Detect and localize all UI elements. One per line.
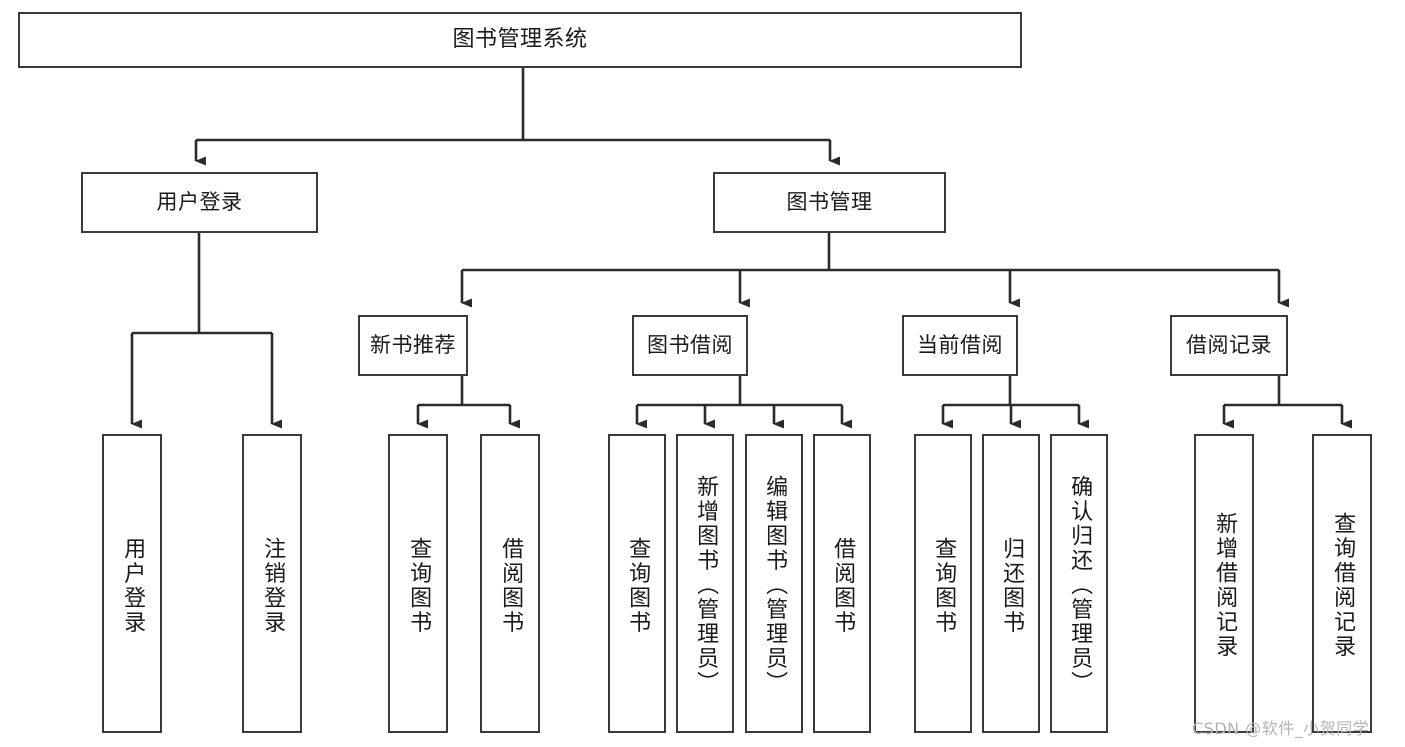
node-current-borrow[interactable]: 当前借阅: [902, 315, 1018, 376]
leaf-label: 编辑图书（管理员）: [762, 475, 788, 696]
leaf-current-confirm-return-admin[interactable]: 确认归还（管理员）: [1050, 434, 1108, 733]
leaf-record-add-record[interactable]: 新增借阅记录: [1194, 434, 1254, 733]
node-book-management[interactable]: 图书管理: [713, 172, 946, 233]
leaf-borrow-borrow-book[interactable]: 借阅图书: [813, 434, 871, 733]
leaf-label: 查询图书: [406, 536, 432, 635]
leaf-label: 注销登录: [260, 536, 286, 635]
node-borrow-record-label: 借阅记录: [1186, 333, 1272, 358]
node-borrow-record[interactable]: 借阅记录: [1170, 315, 1288, 376]
csdn-watermark: CSDN @软件_小贺同学: [1192, 719, 1370, 738]
node-new-book-recommend-label: 新书推荐: [370, 333, 456, 358]
node-book-management-label: 图书管理: [786, 190, 873, 215]
node-book-borrow-label: 图书借阅: [647, 333, 733, 358]
leaf-label: 查询图书: [931, 536, 957, 635]
leaf-label: 借阅图书: [830, 536, 856, 635]
node-root-label: 图书管理系统: [452, 27, 588, 53]
leaf-label: 新增借阅记录: [1212, 512, 1238, 659]
node-user-login[interactable]: 用户登录: [81, 172, 318, 233]
leaf-label: 借阅图书: [498, 536, 524, 635]
leaf-current-return-book[interactable]: 归还图书: [982, 434, 1040, 733]
leaf-record-query-record[interactable]: 查询借阅记录: [1312, 434, 1372, 733]
node-book-borrow[interactable]: 图书借阅: [632, 315, 748, 376]
leaf-user-login-login[interactable]: 用户登录: [102, 434, 162, 733]
node-new-book-recommend[interactable]: 新书推荐: [358, 315, 468, 376]
node-current-borrow-label: 当前借阅: [917, 333, 1003, 358]
leaf-label: 用户登录: [120, 536, 146, 635]
leaf-borrow-query-book[interactable]: 查询图书: [608, 434, 666, 733]
leaf-label: 查询图书: [625, 536, 651, 635]
leaf-current-query-book[interactable]: 查询图书: [914, 434, 972, 733]
leaf-borrow-add-book-admin[interactable]: 新增图书（管理员）: [676, 434, 734, 733]
leaf-label: 确认归还（管理员）: [1067, 475, 1093, 696]
leaf-recommend-query-book[interactable]: 查询图书: [388, 434, 448, 733]
leaf-recommend-borrow-book[interactable]: 借阅图书: [480, 434, 540, 733]
leaf-label: 归还图书: [999, 536, 1025, 635]
leaf-label: 新增图书（管理员）: [693, 475, 719, 696]
leaf-user-login-logout[interactable]: 注销登录: [242, 434, 302, 733]
leaf-borrow-edit-book-admin[interactable]: 编辑图书（管理员）: [745, 434, 803, 733]
node-user-login-label: 用户登录: [156, 190, 243, 215]
leaf-label: 查询借阅记录: [1330, 512, 1356, 659]
node-root[interactable]: 图书管理系统: [18, 12, 1022, 68]
